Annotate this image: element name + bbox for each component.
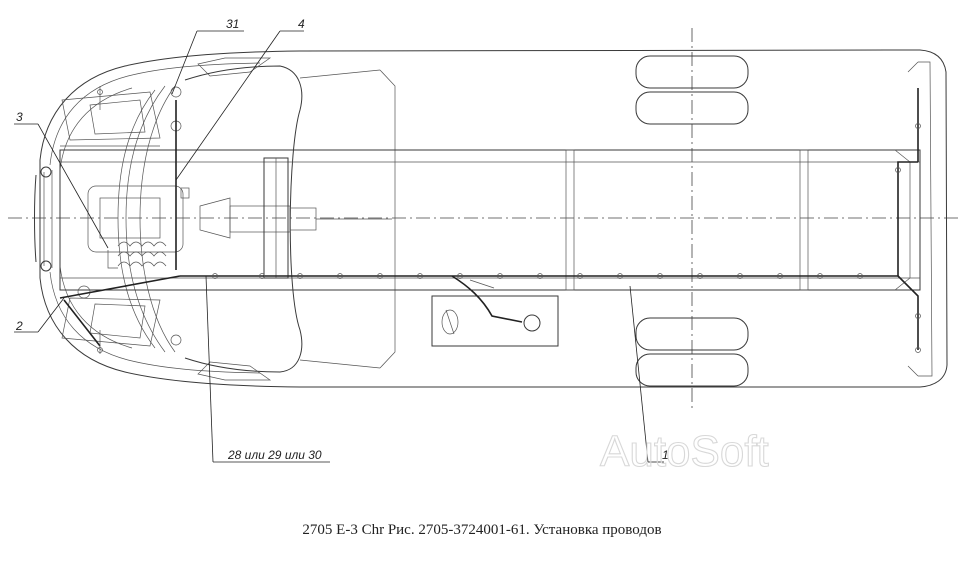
- engine-bay: [40, 86, 190, 347]
- watermark: AutoSoft: [600, 427, 769, 476]
- callout-31: 31: [226, 17, 239, 31]
- callout-28-29-30: 28 или 29 или 30: [227, 448, 322, 462]
- transmission: [199, 157, 392, 279]
- rear-wheels: [635, 55, 749, 387]
- chassis-frame: [59, 149, 921, 291]
- figure-caption: 2705 Е-3 Chr Рис. 2705-3724001-61. Устан…: [302, 522, 662, 538]
- callout-3: 3: [16, 110, 23, 124]
- callout-2: 2: [15, 319, 23, 333]
- wiring-harness: [59, 86, 919, 354]
- leader-lines: [14, 30, 664, 463]
- vehicle-body-outline: [34, 49, 948, 388]
- harness-clips: [97, 89, 921, 353]
- fuel-tank-module: [431, 295, 559, 347]
- callout-1: 1: [662, 448, 669, 462]
- callout-4: 4: [298, 17, 305, 31]
